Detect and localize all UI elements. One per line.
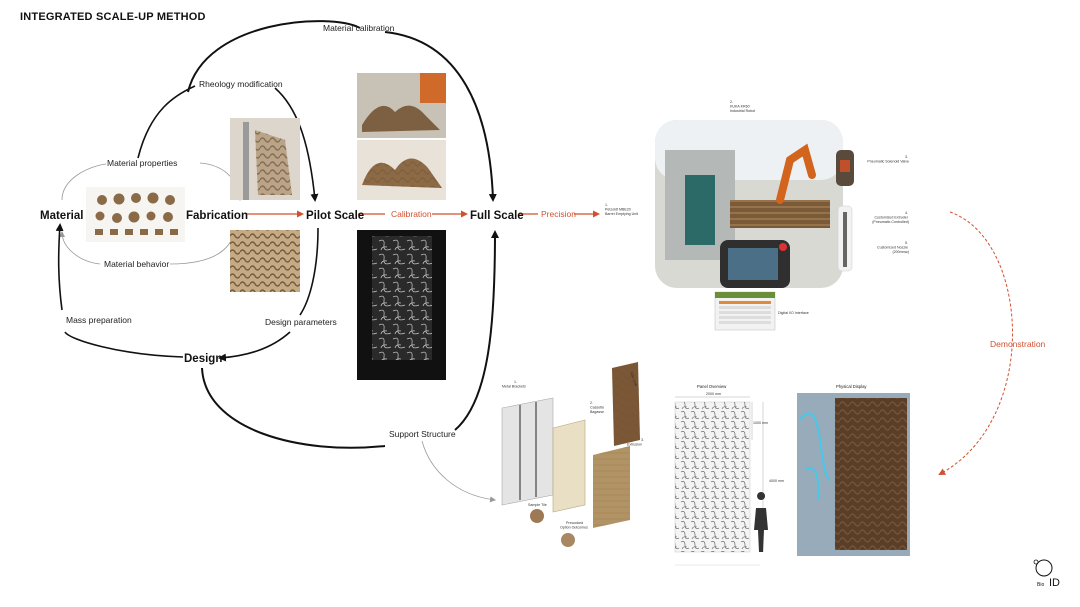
- fabrication-photo-bottom: [230, 230, 300, 292]
- label-design-parameters: Design parameters: [265, 317, 337, 327]
- callout-4: 4. Customized Extruder (Pneumatic Contro…: [872, 211, 909, 224]
- label-precision: Precision: [541, 209, 576, 219]
- pilot-photo-1: [357, 73, 446, 138]
- label-material-properties: Material properties: [107, 158, 177, 168]
- label-printed-option: Precooked Option Outcomes: [560, 521, 588, 530]
- label-rheology-modification: Rheology modification: [199, 79, 283, 89]
- robot-setup-photo: [655, 120, 843, 288]
- valve-photo: [836, 150, 854, 186]
- pilot-photo-2: [357, 140, 446, 200]
- material-samples-image: [86, 187, 185, 242]
- callout-1: 1. Petzoldt MBE20 Barrel Emptying Unit: [605, 203, 638, 216]
- edge-mass-preparation: [64, 331, 184, 358]
- label-sample-tile: Sample Tile: [528, 503, 547, 507]
- label-calibration: Calibration: [391, 209, 432, 219]
- fabrication-photo-top: [230, 118, 300, 200]
- callout-interface: Digital I/O Interface: [778, 311, 809, 315]
- label-extrusion: 3. Extrusion: [627, 438, 645, 447]
- label-material-behavior: Material behavior: [104, 259, 169, 269]
- physical-display-title: Physical Display: [836, 384, 867, 389]
- panel-width-dim: 2000 mm: [706, 392, 721, 396]
- logo-bio: Bio: [1037, 582, 1044, 588]
- pilot-photo-3: [357, 230, 446, 380]
- panel-overview-title: Panel Overview: [697, 384, 727, 389]
- logo-id: ID: [1049, 577, 1060, 589]
- assembly-diagram: [501, 362, 640, 547]
- label-demonstration: Demonstration: [990, 339, 1046, 349]
- page-title: INTEGRATED SCALE-UP METHOD: [20, 11, 206, 23]
- label-mass-preparation: Mass preparation: [66, 315, 132, 325]
- panel-overview-drawing: [674, 396, 768, 566]
- label-cassette: 2. Cassette Bagasse: [590, 401, 605, 414]
- callout-5: 5. Customized Nozzle (200mm⌀): [877, 241, 909, 254]
- label-metal-brackets: 1. Metal Brackets: [502, 380, 526, 389]
- callout-2: 2. KUKA KR60 Industrial Robot: [730, 100, 755, 113]
- edge-design-parameters: [299, 227, 319, 316]
- edge-material-properties: [61, 163, 107, 201]
- callout-3: 3. Pneumatic Solenoid Valve: [867, 155, 909, 164]
- io-interface-screenshot: [714, 291, 776, 331]
- panel-height-dim: 4000 mm: [769, 479, 784, 483]
- extruder-photo: [837, 205, 853, 272]
- node-material: Material: [40, 210, 83, 222]
- label-material-calibration: Material calibration: [323, 23, 395, 33]
- label-support-structure: Support Structure: [389, 429, 456, 439]
- edge-support-structure: [201, 367, 386, 449]
- edge-material-calibration: [187, 20, 361, 93]
- bio-id-logo: [1033, 559, 1053, 577]
- edge-demonstration: [938, 211, 1013, 475]
- panel-side-dim: 1000 mm: [753, 421, 768, 425]
- node-pilot-scale: Pilot Scale: [306, 210, 364, 222]
- edge-rheology-modification: [137, 85, 196, 159]
- node-full-scale: Full Scale: [470, 210, 524, 222]
- physical-display-photo: [797, 393, 910, 556]
- node-fabrication: Fabrication: [186, 210, 248, 222]
- label-side-view: Side view: [629, 371, 638, 387]
- node-design: Design: [184, 353, 222, 365]
